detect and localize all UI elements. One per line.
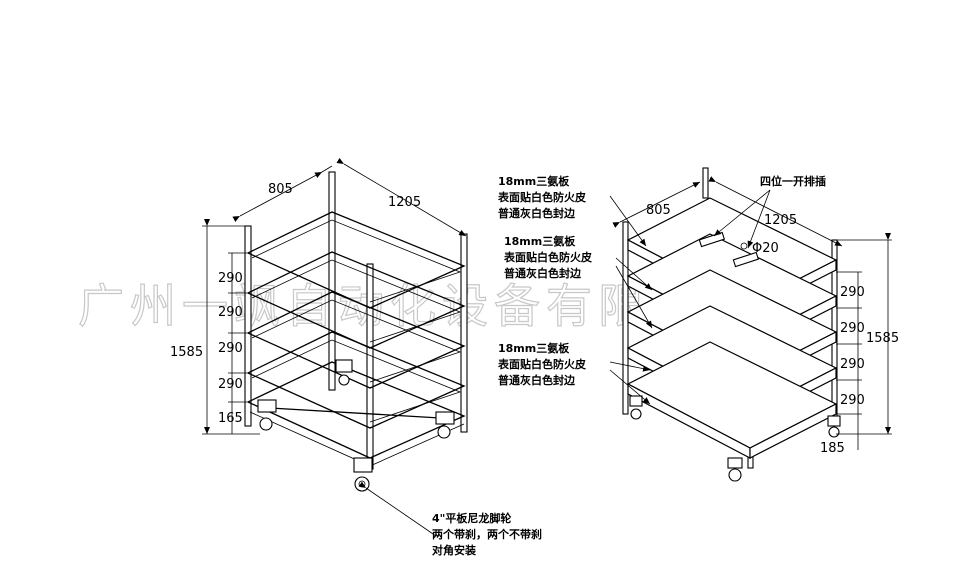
right-base-dim: 185	[820, 441, 845, 456]
left-back-post	[328, 171, 336, 391]
right-cart-shelves	[626, 197, 838, 459]
board-note-3-line-2: 表面贴白色防火皮	[497, 357, 586, 371]
hole-dim: Φ20	[752, 241, 779, 256]
left-cart: 805 1205 1585 290 290 290 290 165 4"平板尼龙…	[170, 157, 542, 557]
board-note-3-line-1: 18mm三氨板	[498, 341, 570, 355]
caster-note-line-2: 两个带刹，两个不带刹	[432, 527, 542, 541]
r-caster-front	[727, 457, 743, 482]
r-back-post	[702, 167, 709, 199]
left-level-2-dim: 290	[218, 305, 243, 320]
socket-note-label: 四位一开排插	[760, 174, 826, 188]
left-level-4-dim: 290	[218, 377, 243, 392]
caster-note-line-3: 对角安装	[432, 543, 476, 557]
board-note-2-line-1: 18mm三氨板	[504, 234, 576, 248]
caster-front	[353, 457, 373, 492]
right-cart-casters	[629, 395, 841, 482]
right-back-post	[460, 233, 468, 433]
r-left-post	[622, 221, 629, 415]
board-note-2-line-3: 普通灰白色封边	[504, 266, 582, 280]
base-frame	[247, 361, 466, 467]
right-depth-dim: 805	[646, 203, 671, 218]
r-caster-right	[827, 415, 841, 438]
left-rear-post	[244, 225, 252, 427]
left-height-dim: 1585	[170, 345, 203, 360]
board-note-1: 18mm三氨板 表面贴白色防火皮 普通灰白色封边	[497, 174, 647, 247]
left-width-dim: 1205	[388, 195, 421, 210]
left-cart-posts	[244, 171, 468, 470]
board-note-3: 18mm三氨板 表面贴白色防火皮 普通灰白色封边	[497, 341, 651, 405]
caster-note: 4"平板尼龙脚轮 两个带刹，两个不带刹 对角安装	[358, 481, 542, 557]
right-front-post	[366, 263, 374, 470]
caster-right	[435, 411, 455, 439]
left-top-dimensions: 805 1205	[232, 157, 467, 237]
board-note-3-line-3: 普通灰白色封边	[498, 373, 576, 387]
right-level-3-dim: 290	[840, 357, 865, 372]
board-note-1-line-1: 18mm三氨板	[498, 174, 570, 188]
shelf-frame-1	[247, 211, 466, 309]
r-caster-left	[629, 395, 643, 420]
left-depth-dim: 805	[268, 182, 293, 197]
board-shelf-5	[626, 341, 838, 459]
left-height-dimensions: 1585 290 290 290 290 165	[170, 219, 260, 435]
left-level-1-dim: 290	[218, 271, 243, 286]
right-cart: 805 1205 Φ20 四位一开排插 1585 290 290 290 290	[497, 167, 899, 482]
right-level-2-dim: 290	[840, 321, 865, 336]
board-note-1-line-2: 表面贴白色防火皮	[497, 190, 586, 204]
shelf-frame-4	[247, 331, 466, 429]
left-base-dim: 165	[218, 411, 243, 426]
left-level-3-dim: 290	[218, 341, 243, 356]
right-top-dimensions: 805 1205 Φ20	[612, 176, 843, 256]
shelf-frame-3	[247, 291, 466, 389]
caster-front-left	[257, 399, 277, 431]
left-cart-casters	[257, 359, 455, 492]
board-note-1-line-3: 普通灰白色封边	[498, 206, 576, 220]
shelf-frame-2	[247, 251, 466, 349]
left-cart-shelf-frames	[247, 211, 466, 467]
right-width-dim: 1205	[764, 213, 797, 228]
right-level-1-dim: 290	[840, 285, 865, 300]
right-level-4-dim: 290	[840, 393, 865, 408]
caster-note-line-1: 4"平板尼龙脚轮	[432, 511, 511, 525]
board-note-2-line-2: 表面贴白色防火皮	[503, 250, 592, 264]
right-height-dimensions: 1585 290 290 290 290 185	[820, 233, 899, 456]
caster-back	[335, 359, 353, 386]
board-note-2: 18mm三氨板 表面贴白色防火皮 普通灰白色封边	[503, 234, 653, 329]
right-height-dim: 1585	[866, 331, 899, 346]
socket-note: 四位一开排插	[713, 174, 826, 249]
